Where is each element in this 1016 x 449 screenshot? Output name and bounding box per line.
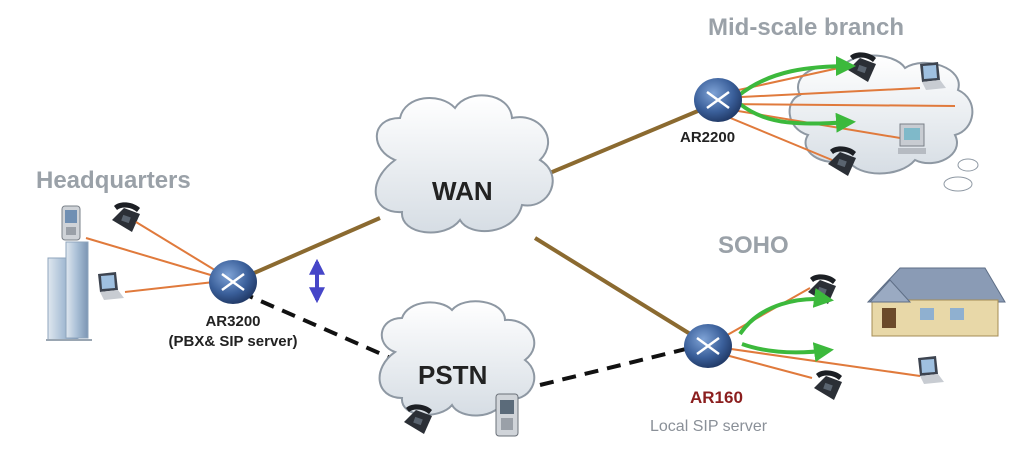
branch-pc-icon [898,123,926,154]
link-hq-pstn [239,290,396,362]
ar160-role-label: Local SIP server [650,418,768,435]
soho-label: SOHO [718,232,789,259]
ar3200-label: AR3200 (PBX& SIP server) [138,312,328,352]
branch-call-arrows [736,56,856,133]
wan-links [237,106,710,347]
link-wan-ar2200 [544,106,706,177]
ar160-router-icon [684,324,732,368]
hq-pda-icon [61,205,81,241]
hq-laptop-icon [98,272,124,300]
headquarters-label: Headquarters [36,167,191,194]
soho-laptop-icon [918,356,944,384]
hq-phone-icon [112,202,140,232]
link-hq-wan [237,216,381,282]
ar3200-router-icon [209,260,257,304]
ar3200-role: (PBX& SIP server) [168,333,298,350]
branch-label: Mid-scale branch [708,14,905,41]
ar2200-router-icon [694,78,742,122]
pstn-label: PSTN [418,360,488,390]
soho-call-arrows [738,287,834,363]
hq-building-icon [46,241,92,341]
ar2200-label: AR2200 [680,129,736,146]
wan-label: WAN [432,176,493,206]
soho-house-icon [866,267,1006,337]
ar160-label: AR160 [690,388,743,407]
hq-device-links [85,221,219,293]
ar3200-name: AR3200 [205,313,261,330]
pstn-cloud [378,300,536,417]
link-pstn-ar160 [539,346,691,387]
soho-phone-icon-2 [814,370,842,400]
link-wan-ar160 [533,236,710,347]
wan-cloud [374,94,554,234]
branch-phone-icon-2 [828,146,856,176]
pstn-handset-icon [495,393,519,437]
pstn-links [239,290,691,387]
pstn-phone-icon [404,404,432,434]
